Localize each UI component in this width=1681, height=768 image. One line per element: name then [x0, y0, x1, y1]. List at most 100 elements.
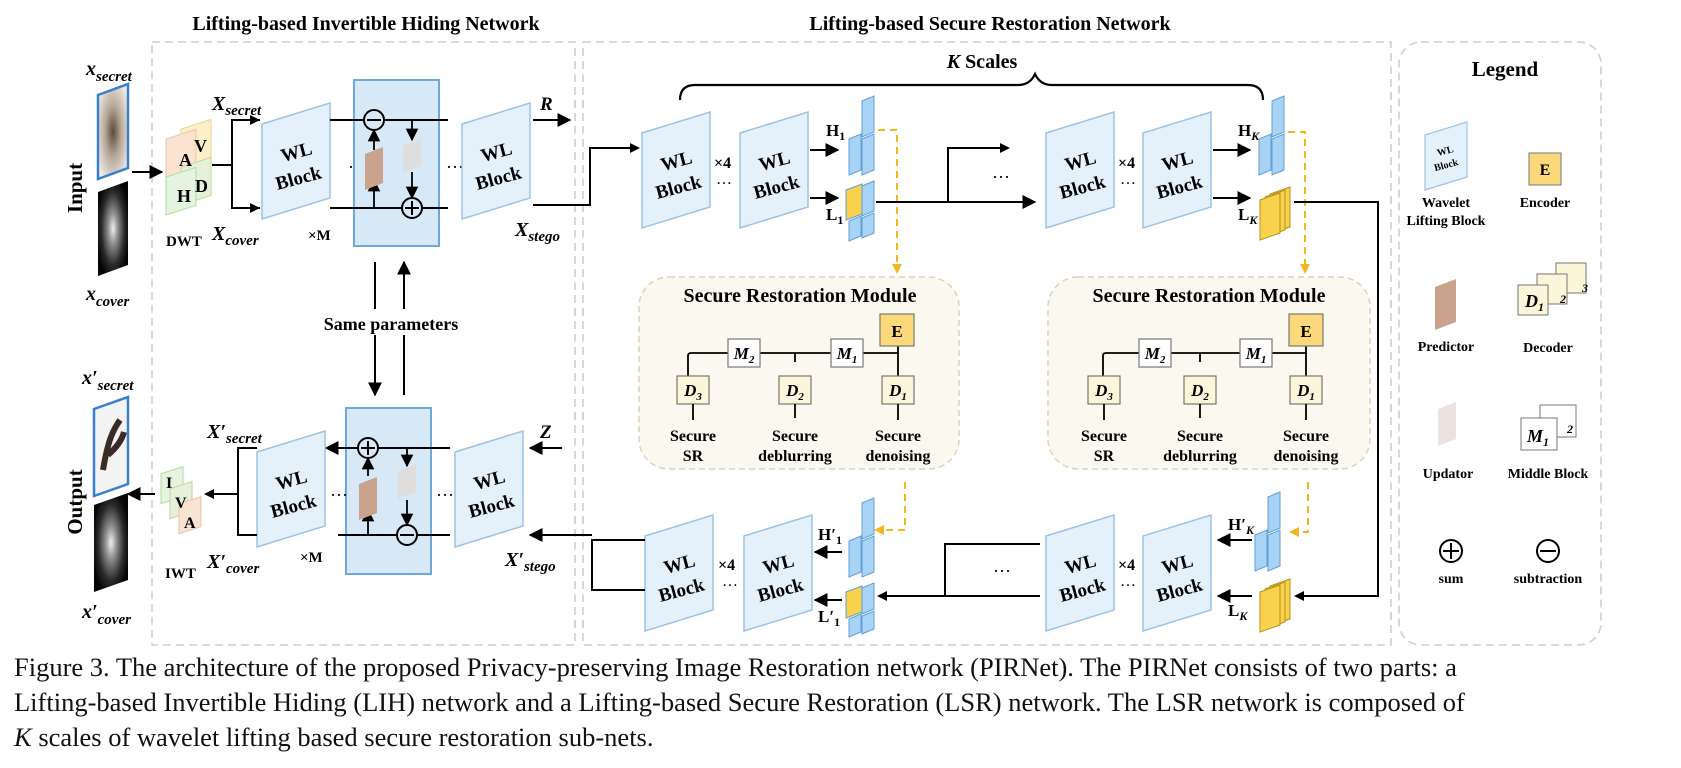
- lsr-section-frame: [582, 41, 1392, 646]
- svg-text:M1: M1: [836, 344, 858, 366]
- svg-text:D1: D1: [1296, 381, 1315, 403]
- svg-text:D2: D2: [1190, 381, 1209, 403]
- svg-text:A: A: [179, 150, 192, 170]
- dwt-label: DWT: [166, 234, 202, 250]
- wl-block: WL Block: [1142, 110, 1212, 230]
- x4-label: ×4: [714, 155, 731, 172]
- x4-label: ×4: [1118, 557, 1135, 574]
- legend-frame: [1398, 41, 1602, 646]
- hk-subbands: [1258, 95, 1285, 176]
- wl-block: WL Block: [1045, 513, 1115, 633]
- x-cover-label: xcover: [85, 283, 129, 310]
- ellipsis: …: [716, 171, 732, 188]
- Xp-cover-label: X′cover: [206, 551, 259, 577]
- svg-text:Secure: Secure: [670, 428, 716, 445]
- secret-image: [96, 82, 130, 181]
- legend-wl-label: Wavelet: [1422, 196, 1471, 211]
- xp-cover-label: x′cover: [81, 601, 131, 628]
- output-row-label: Output: [63, 469, 87, 534]
- Xp-secret-label: X′secret: [206, 421, 263, 447]
- l1p-subbands: [845, 582, 875, 638]
- cover-image: [98, 181, 128, 276]
- legend-predictor-label: Predictor: [1418, 340, 1475, 355]
- wl-block: WL Block: [256, 429, 326, 549]
- legend-subtraction-label: subtraction: [1514, 572, 1583, 587]
- xM-label: ×M: [300, 550, 323, 566]
- x4-label: ×4: [718, 557, 735, 574]
- caption-line-1: Figure 3. The architecture of the propos…: [14, 652, 1457, 682]
- svg-text:M1: M1: [1526, 426, 1549, 449]
- lk-subbands: [1259, 186, 1291, 241]
- decoder-block-d2: [1183, 375, 1217, 405]
- srm-title: Secure Restoration Module: [684, 285, 917, 307]
- updator-block: [403, 138, 421, 173]
- wl-block: WL Block: [454, 429, 524, 549]
- dwt-stack: A V H D: [165, 118, 212, 216]
- predictor-block: [365, 147, 383, 190]
- X-stego-label: Xstego: [514, 219, 560, 245]
- legend-decoder-label: Decoder: [1523, 341, 1573, 356]
- secure-restoration-module-2: Secure Restoration Module E M2 M1 D3 D2 …: [1047, 276, 1371, 470]
- lifting-panel-inverse: [345, 407, 432, 575]
- predictor-block: [359, 477, 377, 520]
- caption-k: K: [14, 722, 32, 752]
- split-lines: [212, 119, 260, 209]
- svg-text:V: V: [194, 136, 207, 156]
- svg-text:D1: D1: [888, 381, 907, 403]
- svg-text:I: I: [166, 475, 172, 492]
- svg-text:2: 2: [1566, 422, 1573, 436]
- lih-title: Lifting-based Invertible Hiding Network: [192, 13, 540, 35]
- caption-line-3: K scales of wavelet lifting based secure…: [14, 720, 1669, 755]
- X-secret-label: Xsecret: [211, 93, 262, 119]
- svg-text:A: A: [184, 515, 196, 532]
- figure-caption: Figure 3. The architecture of the propos…: [14, 650, 1669, 755]
- iwt-stack: I V A: [160, 465, 202, 535]
- lk-bottom-subbands: [1259, 578, 1291, 633]
- svg-text:Secure: Secure: [772, 428, 818, 445]
- legend-sum-icon: [1439, 539, 1463, 563]
- H1-label: H1: [826, 121, 845, 143]
- X-cover-label: Xcover: [211, 223, 259, 249]
- ellipsis: …: [1120, 573, 1136, 590]
- R-label: R: [539, 94, 553, 115]
- ellipsis: …: [1120, 171, 1136, 188]
- wl-block: WL Block: [261, 101, 331, 221]
- wl-block: WL Block: [739, 110, 809, 230]
- HK-label: HK: [1238, 121, 1260, 143]
- input-row-label: Input: [63, 163, 87, 213]
- legend-middle-block-icon: 2 M1: [1520, 404, 1577, 451]
- svg-text:2: 2: [1559, 292, 1566, 306]
- svg-text:3: 3: [1581, 281, 1588, 295]
- svg-text:E: E: [1300, 322, 1311, 341]
- caption-line-3-text: scales of wavelet lifting based secure r…: [31, 722, 654, 752]
- h1-subbands: [848, 95, 875, 176]
- svg-text:Secure: Secure: [1081, 428, 1127, 445]
- legend-decoder-icon: 3 2 D1: [1517, 262, 1588, 316]
- srm-title: Secure Restoration Module: [1093, 285, 1326, 307]
- svg-text:Secure: Secure: [875, 428, 921, 445]
- x4-label: ×4: [1118, 155, 1135, 172]
- svg-text:H: H: [177, 186, 191, 206]
- legend-encoder-label: Encoder: [1520, 196, 1571, 211]
- svg-text:V: V: [175, 495, 187, 512]
- svg-text:denoising: denoising: [866, 448, 931, 465]
- svg-text:E: E: [891, 322, 902, 341]
- ellipsis: …: [446, 152, 464, 172]
- svg-text:D3: D3: [1094, 381, 1113, 403]
- wl-block: WL Block: [1142, 513, 1212, 633]
- ellipsis: …: [722, 573, 738, 590]
- svg-text:D3: D3: [683, 381, 702, 403]
- svg-text:D1: D1: [1524, 291, 1544, 314]
- legend-updator-icon: [1438, 402, 1456, 446]
- LK-label: LK: [1238, 205, 1258, 227]
- merge-lines: [212, 447, 257, 536]
- svg-text:SR: SR: [683, 448, 704, 465]
- svg-text:D: D: [195, 176, 208, 196]
- ellipsis: …: [436, 480, 454, 500]
- svg-text:deblurring: deblurring: [1163, 448, 1237, 465]
- legend-predictor-icon: [1435, 279, 1456, 330]
- wl-block: WL Block: [641, 110, 711, 230]
- legend-wl-label-2: Lifting Block: [1407, 214, 1486, 229]
- lsr-title: Lifting-based Secure Restoration Network: [809, 13, 1171, 35]
